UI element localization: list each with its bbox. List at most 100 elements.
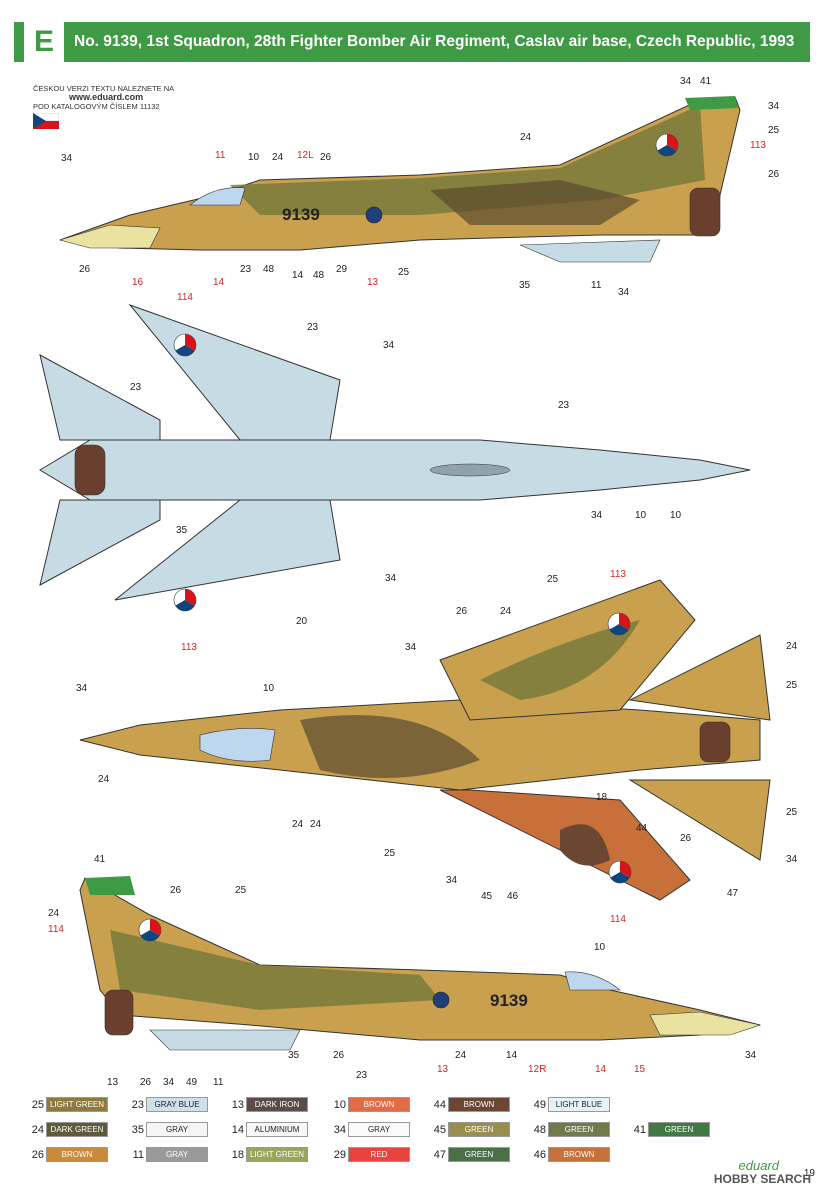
callout-label: 24	[272, 152, 284, 163]
callout-label: 41	[700, 76, 712, 87]
callout-labels: 34 41 34 25 113 24 26 11 10 24 12L 26 34…	[48, 76, 798, 1088]
callout-label: 20	[296, 616, 308, 627]
callout-label: 26	[768, 169, 780, 180]
callout-label: 14	[292, 270, 304, 281]
callout-label: 25	[547, 574, 559, 585]
callout-label: 26	[333, 1050, 345, 1061]
language-note: ČESKOU VERZI TEXTU NALEZNETE NA www.edua…	[33, 84, 174, 111]
callout-label: 24	[500, 606, 512, 617]
callout-label: 25	[786, 680, 798, 691]
callout-label: 34	[163, 1077, 175, 1088]
callout-label: 34	[446, 875, 458, 886]
callout-label: 11	[591, 280, 602, 291]
callout-label: 44	[636, 823, 648, 834]
legend-swatch: GRAY	[146, 1147, 208, 1162]
legend-swatch: LIGHT BLUE	[548, 1097, 610, 1112]
side-view-2: 9139	[79, 876, 762, 1051]
legend-number: 10	[333, 1098, 346, 1111]
callout-label: 34	[385, 573, 397, 584]
callout-label: 113	[750, 140, 766, 151]
callout-label: 16	[132, 277, 144, 288]
callout-label: 12R	[528, 1064, 546, 1075]
callout-label: 34	[680, 76, 692, 87]
side-view-1: 9139	[58, 96, 741, 263]
callout-label: 114	[610, 914, 626, 925]
legend-number: 35	[131, 1123, 144, 1136]
callout-label: 29	[336, 264, 348, 275]
callout-label: 25	[786, 807, 798, 818]
callout-label: 24	[98, 774, 110, 785]
legend-swatch: GRAY	[146, 1122, 208, 1137]
note-line3: POD KATALOGOVÝM ČÍSLEM 11132	[33, 102, 160, 111]
callout-label: 26	[170, 885, 182, 896]
legend-swatch: RED	[348, 1147, 410, 1162]
callout-label: 10	[248, 152, 260, 163]
callout-label: 24	[786, 641, 798, 652]
legend-swatch: LIGHT GREEN	[246, 1147, 308, 1162]
callout-label: 34	[405, 642, 417, 653]
callout-label: 35	[288, 1050, 300, 1061]
legend-swatch: BROWN	[46, 1147, 108, 1162]
legend-number: 13	[231, 1098, 244, 1111]
legend-number: 26	[31, 1148, 44, 1161]
callout-label: 34	[768, 101, 780, 112]
note-url[interactable]: www.eduard.com	[69, 92, 144, 102]
callout-label: 41	[94, 854, 106, 865]
callout-label: 14	[213, 277, 225, 288]
legend-number: 23	[131, 1098, 144, 1111]
legend-number: 47	[433, 1148, 446, 1161]
callout-label: 23	[356, 1070, 368, 1081]
legend-swatch: GRAY BLUE	[146, 1097, 208, 1112]
callout-label: 11	[213, 1077, 224, 1088]
callout-label: 34	[591, 510, 603, 521]
callout-label: 45	[481, 891, 493, 902]
legend-swatch: GREEN	[548, 1122, 610, 1137]
callout-label: 24	[310, 819, 322, 830]
callout-label: 26	[79, 264, 91, 275]
callout-label: 113	[610, 569, 626, 580]
callout-label: 34	[76, 683, 88, 694]
callout-label: 26	[456, 606, 468, 617]
legend-swatch: DARK IRON	[246, 1097, 308, 1112]
callout-label: 46	[507, 891, 519, 902]
legend-number: 14	[231, 1123, 244, 1136]
legend-number: 46	[533, 1148, 546, 1161]
callout-label: 25	[384, 848, 396, 859]
callout-label: 10	[594, 942, 606, 953]
callout-label: 34	[61, 153, 73, 164]
callout-label: 10	[670, 510, 682, 521]
callout-label: 25	[768, 125, 780, 136]
callout-label: 26	[680, 833, 692, 844]
callout-label: 10	[635, 510, 647, 521]
legend-number: 34	[333, 1123, 346, 1136]
callout-label: 48	[263, 264, 275, 275]
legend-swatch: GREEN	[448, 1147, 510, 1162]
callout-label: 35	[176, 525, 188, 536]
callout-label: 26	[320, 152, 332, 163]
header-banner: E No. 9139, 1st Squadron, 28th Fighter B…	[14, 22, 810, 62]
callout-label: 24	[455, 1050, 467, 1061]
callout-label: 114	[48, 924, 64, 935]
legend-number: 18	[231, 1148, 244, 1161]
legend-number: 11	[132, 1148, 144, 1161]
legend-swatch: ALUMINIUM	[246, 1122, 308, 1137]
callout-label: 35	[519, 280, 531, 291]
legend-swatch: LIGHT GREEN	[46, 1097, 108, 1112]
callout-label: 26	[140, 1077, 152, 1088]
